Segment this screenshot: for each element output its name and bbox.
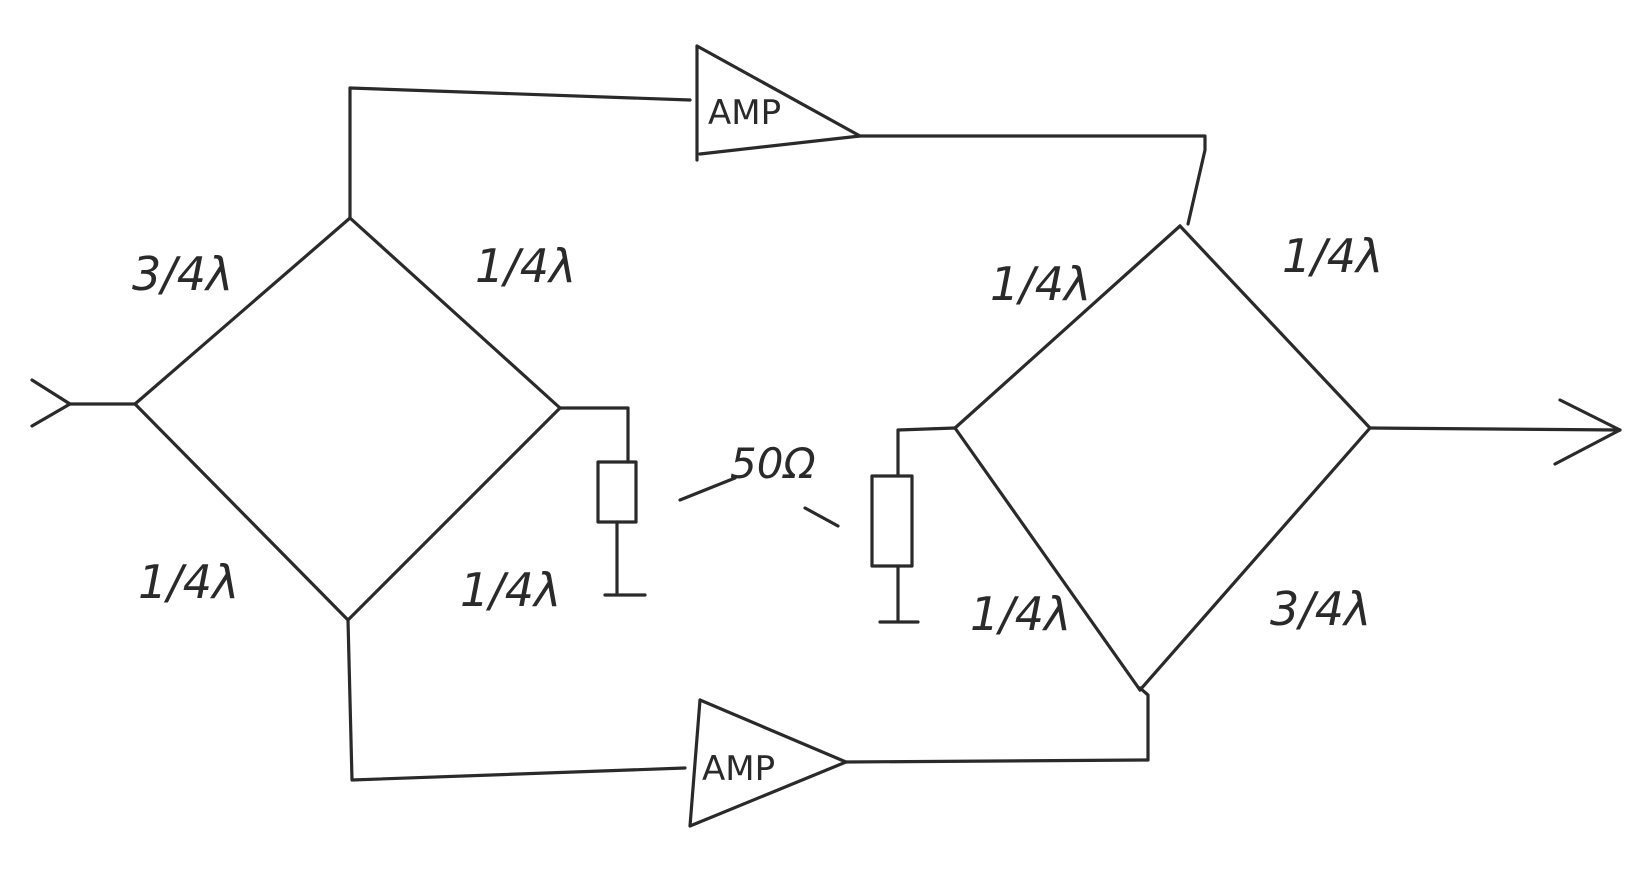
- input-arrow: [30, 378, 137, 428]
- label-right-upper-right: 1/4λ: [1282, 229, 1383, 283]
- left-ring-upper-right-arm: [348, 216, 562, 410]
- label-right-upper-left: 1/4λ: [990, 257, 1091, 311]
- output-arrow: [1368, 398, 1622, 466]
- right-ring-lower-left-arm: [953, 426, 1142, 692]
- right-hybrid-ring: [953, 224, 1372, 692]
- bottom-amplifier-path: AMP: [346, 618, 1150, 828]
- label-left-upper-right: 1/4λ: [475, 239, 576, 293]
- top-amplifier-path: AMP: [348, 44, 1207, 226]
- label-left-upper-left: 3/4λ: [132, 247, 233, 301]
- bottom-amplifier-label: AMP: [702, 749, 775, 789]
- label-right-lower-left: 1/4λ: [970, 587, 1071, 641]
- top-amplifier-label: AMP: [708, 93, 781, 133]
- label-left-lower-right: 1/4λ: [460, 563, 561, 617]
- right-ring-upper-right-arm: [1178, 224, 1372, 430]
- right-termination-resistor: [870, 426, 957, 624]
- left-ring-lower-right-arm: [346, 406, 562, 622]
- left-ring-lower-left-arm: [133, 402, 350, 622]
- left-hybrid-ring: [133, 216, 562, 622]
- resistor-value-label: 50Ω: [730, 439, 816, 488]
- label-right-lower-right: 3/4λ: [1270, 582, 1371, 636]
- right-ring-upper-left-arm: [953, 224, 1182, 430]
- resistor-value-callout: 50Ω: [678, 439, 840, 528]
- left-termination-resistor: [558, 406, 647, 597]
- left-ring-upper-left-arm: [133, 216, 352, 406]
- label-left-lower-left: 1/4λ: [138, 555, 239, 609]
- right-ring-lower-right-arm: [1138, 426, 1372, 692]
